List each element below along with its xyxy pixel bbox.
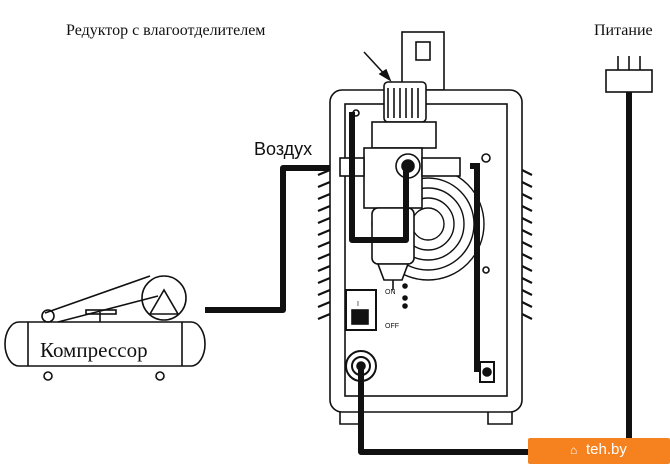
air-hose — [205, 165, 343, 313]
power-label: Питание — [594, 22, 653, 39]
air-label: Воздух — [254, 139, 313, 159]
compressor-tank — [4, 321, 206, 367]
watermark-badge — [528, 438, 670, 464]
compressor-wheel — [141, 275, 187, 321]
reducer-label: Редуктор с влагоотделителем — [66, 22, 266, 39]
regulator-knob — [383, 81, 427, 123]
ground-hose — [470, 163, 480, 372]
cooling-fins-left — [317, 168, 331, 321]
house-icon: ⌂ — [570, 443, 578, 457]
watermark-text: teh.by — [586, 441, 627, 458]
compressor-belt — [44, 275, 159, 323]
switch-off-label: OFF — [385, 323, 399, 330]
switch-on-label: ON — [385, 289, 396, 296]
internal-air-hose — [349, 112, 409, 243]
reducer-pointer — [363, 51, 392, 82]
compressor — [4, 275, 206, 381]
compressor-label: Компрессор — [40, 338, 148, 362]
switch-mark-label: I — [357, 301, 359, 308]
power-plug — [605, 56, 653, 93]
cooling-fins-right — [521, 169, 533, 320]
